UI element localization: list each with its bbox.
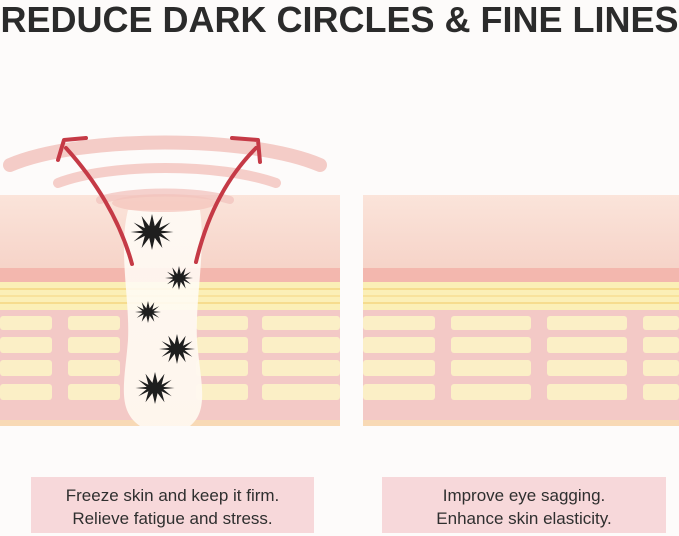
caption-line: Freeze skin and keep it firm. [65,486,280,505]
dermis-cells [0,316,340,420]
curved-arrow-icon [64,146,134,266]
wave-3 [96,188,234,204]
caption-line: Enhance skin elasticity. [436,509,612,528]
bottom-edge [363,420,679,426]
energy-waves [3,135,327,204]
curved-arrow-icon [230,136,262,164]
starbursts [130,214,195,404]
wave-2 [53,163,281,188]
cold-channel-top [112,194,216,212]
cold-channel [123,210,203,426]
curved-arrow-icon [194,146,258,264]
left-skin-block [0,194,340,426]
epidermis-edge [363,268,679,282]
caption-line: Relieve fatigue and stress. [72,509,273,528]
curved-arrows [56,136,262,266]
caption-line: Improve eye sagging. [442,486,606,505]
caption-right: Improve eye sagging. Enhance skin elasti… [382,477,666,533]
wave-1 [3,135,327,172]
starburst-icon [159,334,195,364]
curved-arrow-icon [56,136,88,162]
page-title: REDUCE DARK CIRCLES & FINE LINES [0,0,679,40]
starburst-icon [165,266,193,290]
epidermis-layer [363,195,679,270]
starburst-icon [130,214,174,250]
starburst-icon [135,372,175,404]
dermis-cells [363,316,679,400]
caption-left: Freeze skin and keep it firm. Relieve fa… [31,477,314,533]
starburst-icon [135,301,161,323]
right-skin-block [363,195,679,426]
